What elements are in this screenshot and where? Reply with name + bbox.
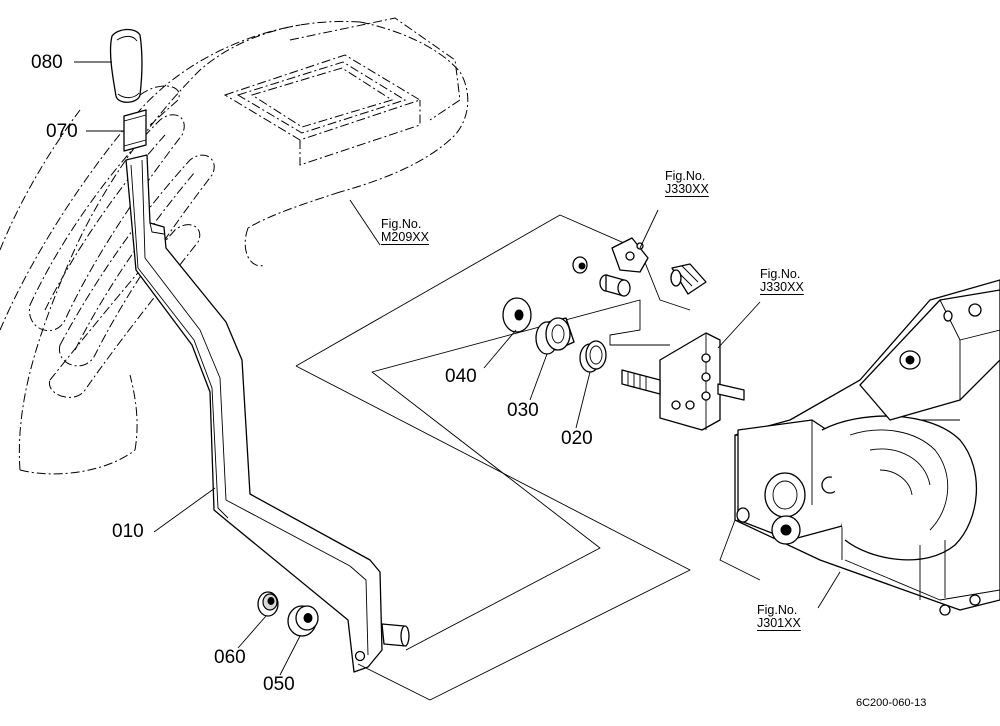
transmission-housing <box>719 279 1000 616</box>
bushing-050 <box>287 605 319 637</box>
grip-070 <box>123 109 147 152</box>
plate-assembly <box>621 332 745 431</box>
console-panel-outline <box>0 17 469 475</box>
figure-ref-number: J330XX <box>760 279 804 294</box>
sleeve-small <box>599 274 631 297</box>
figure-ref-caption: Fig.No. <box>760 267 801 281</box>
bolt-small <box>670 263 707 295</box>
figure-ref-caption: Fig.No. <box>757 603 798 617</box>
bracket-small <box>611 237 649 273</box>
bush-030 <box>535 317 575 355</box>
figure-ref-caption: Fig.No. <box>381 217 422 231</box>
figure-ref-j330-upper: Fig.No. J330XX <box>665 170 709 195</box>
clip-ring <box>572 256 588 274</box>
part-label-030: 030 <box>507 400 539 421</box>
part-label-010: 010 <box>112 521 144 542</box>
part-label-060: 060 <box>214 647 246 668</box>
assembly-guide-line-return <box>295 365 691 701</box>
part-label-040: 040 <box>445 366 477 387</box>
lever-010 <box>125 154 410 673</box>
figure-ref-j301: Fig.No. J301XX <box>757 604 801 629</box>
leader-lines <box>74 61 841 676</box>
figure-ref-number: J330XX <box>665 181 709 196</box>
assembly-guide-line-main <box>371 299 670 651</box>
figure-ref-caption: Fig.No. <box>665 169 706 183</box>
part-label-080: 080 <box>31 52 63 73</box>
drawing-code: 6C200-060-13 <box>856 697 927 709</box>
part-label-050: 050 <box>263 674 295 695</box>
figure-ref-number: J301XX <box>757 615 801 630</box>
assembly-guide-line-outer <box>295 214 691 367</box>
figure-ref-m209: Fig.No. M209XX <box>381 218 429 243</box>
collar-060 <box>257 591 279 617</box>
part-label-020: 020 <box>561 428 593 449</box>
knob-080 <box>109 28 143 103</box>
spring-020 <box>579 340 607 373</box>
figure-ref-j330-lower: Fig.No. J330XX <box>760 268 804 293</box>
part-label-070: 070 <box>46 121 78 142</box>
figure-ref-number: M209XX <box>381 229 429 244</box>
washer-040 <box>502 297 532 333</box>
